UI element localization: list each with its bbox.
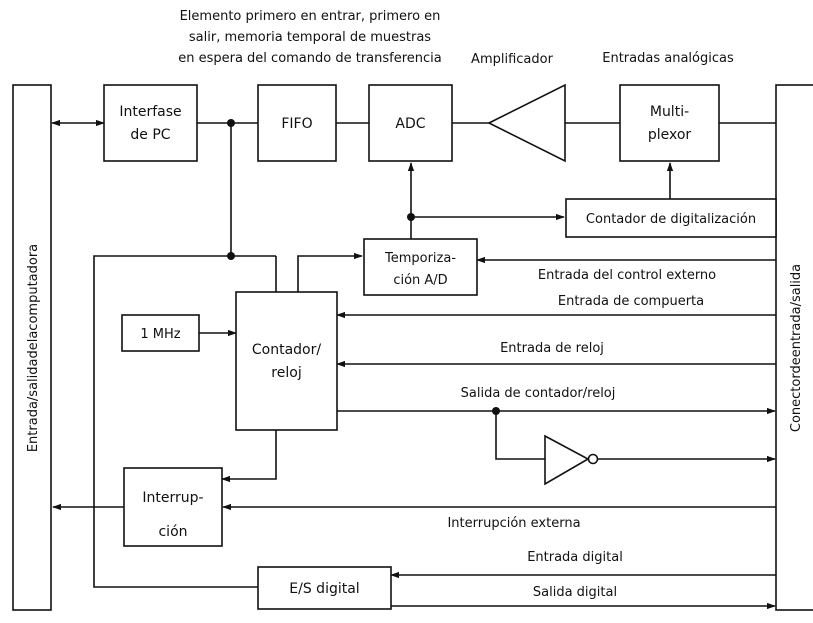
computer-io-label: Entrada/salidadelacomputadora bbox=[26, 244, 41, 452]
counter-timer-label-2: reloj bbox=[271, 365, 301, 381]
interrupt-label-2: ción bbox=[158, 524, 187, 540]
multiplexer-label-2: plexor bbox=[648, 127, 692, 143]
pc-interface-label-2: de PC bbox=[130, 127, 170, 143]
fifo-label: FIFO bbox=[281, 116, 312, 132]
fifo-note-line-3: en espera del comando de transferencia bbox=[178, 51, 442, 66]
counter-timer-block: Contador/ reloj bbox=[235, 291, 338, 431]
interrupt-block: Interrup- ción bbox=[123, 467, 223, 547]
scan-counter-label: Contador de digitalización bbox=[586, 212, 756, 227]
io-connector-bus bbox=[775, 84, 813, 611]
multiplexer-label-1: Multi- bbox=[650, 104, 689, 120]
ad-timing-label-2: ción A/D bbox=[393, 273, 447, 288]
digital-io-block: E/S digital bbox=[257, 566, 392, 610]
interrupt-label-1: Interrup- bbox=[142, 490, 203, 506]
data-bus-loop-to-digital-io bbox=[93, 255, 258, 588]
fifo-note-line-1: Elemento primero en entrar, primero en bbox=[180, 9, 441, 24]
pc-interface-label-1: Interfase bbox=[119, 104, 181, 120]
counter-timer-label-1: Contador/ bbox=[252, 342, 321, 358]
adc-label: ADC bbox=[395, 116, 425, 132]
clock-input-label: Entrada de reloj bbox=[500, 341, 604, 356]
digital-input-label: Entrada digital bbox=[527, 550, 623, 565]
multiplexer-block: Multi- plexor bbox=[619, 84, 720, 162]
amplifier-triangle bbox=[487, 83, 566, 163]
external-control-label: Entrada del control externo bbox=[538, 268, 716, 283]
ad-timing-label-1: Temporiza- bbox=[384, 251, 456, 266]
inverter-input-line bbox=[495, 411, 545, 460]
clock-1mhz-block: 1 MHz bbox=[121, 314, 200, 352]
io-connector-label: Conectordeentrada/salida bbox=[789, 264, 804, 432]
computer-io-bus bbox=[12, 84, 52, 611]
ad-timing-block: Temporiza- ción A/D bbox=[363, 238, 478, 296]
external-interrupt-label: Interrupción externa bbox=[447, 516, 580, 531]
counter-to-interrupt-arrow bbox=[221, 430, 277, 483]
digital-output-label: Salida digital bbox=[533, 585, 617, 600]
fifo-block: FIFO bbox=[257, 84, 337, 162]
fifo-note-line-2: salir, memoria temporal de muestras bbox=[189, 30, 431, 45]
gate-input-label: Entrada de compuerta bbox=[558, 294, 704, 309]
clock-1mhz-label: 1 MHz bbox=[140, 327, 180, 342]
inverter-bubble bbox=[587, 453, 599, 465]
inverter-gate bbox=[544, 434, 590, 486]
analog-inputs-label: Entradas analógicas bbox=[602, 51, 734, 66]
pc-interface-block: Interfase de PC bbox=[103, 84, 198, 162]
counter-output-label: Salida de contador/reloj bbox=[461, 386, 616, 401]
digital-io-label: E/S digital bbox=[289, 581, 359, 597]
scan-counter-block: Contador de digitalización bbox=[565, 198, 777, 238]
counter-to-timing-arrow bbox=[297, 252, 363, 292]
adc-block: ADC bbox=[368, 84, 453, 162]
fifo-annotation: Elemento primero en entrar, primero en s… bbox=[178, 9, 442, 66]
amplifier-label: Amplificador bbox=[471, 52, 554, 67]
